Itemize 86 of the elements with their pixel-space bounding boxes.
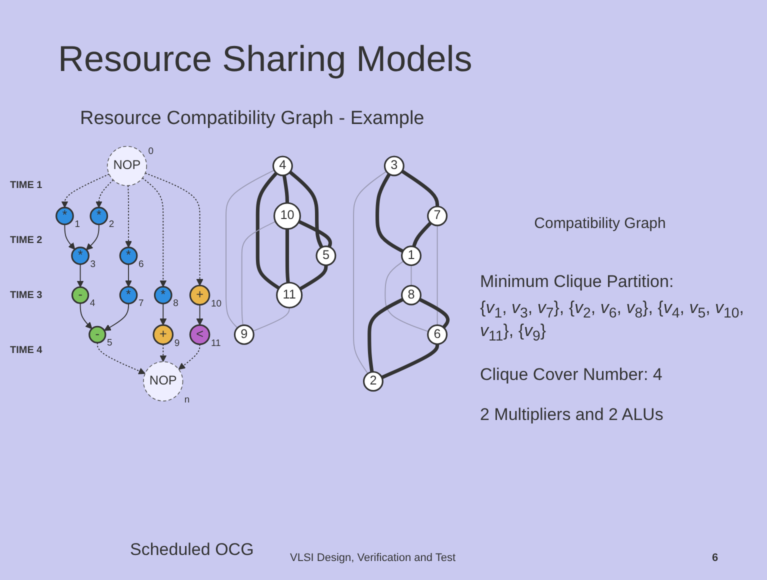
node-circle: 3 bbox=[384, 156, 404, 176]
connector bbox=[298, 220, 332, 248]
node-circle: * bbox=[71, 246, 90, 265]
connector bbox=[412, 222, 432, 248]
node-circle: NOP bbox=[143, 361, 184, 402]
node-number: 6 bbox=[138, 258, 144, 270]
node-number: 3 bbox=[90, 258, 96, 270]
arrow bbox=[142, 178, 167, 288]
connector bbox=[226, 170, 275, 328]
set-text: {v$_{1}$, v$_{3}$, v$_{7}$}, {v$_{2}$, v$_{6}$, v$_{8}$}, {v$_{4}$, v$_{5}$, v$_{10}$, v$_{11}$}, {v$_{9}$} bbox=[480, 298, 746, 345]
connector bbox=[384, 260, 429, 332]
arrow bbox=[64, 224, 76, 250]
node-circle: 5 bbox=[316, 246, 336, 266]
page-number: 6 bbox=[712, 552, 718, 564]
connector bbox=[436, 224, 438, 326]
node-number: 10 bbox=[211, 298, 222, 310]
arrow bbox=[80, 302, 92, 330]
connector bbox=[376, 173, 404, 253]
arrow bbox=[104, 303, 129, 331]
time-step-label: TIME 3 bbox=[10, 290, 42, 301]
node-number: 0 bbox=[148, 146, 154, 158]
result-text: 2 Multipliers and 2 ALUs bbox=[480, 404, 664, 425]
arrow bbox=[96, 342, 146, 374]
arrow bbox=[160, 344, 167, 362]
node-circle: * bbox=[154, 286, 172, 304]
node-circle: - bbox=[71, 286, 90, 304]
connector bbox=[241, 221, 276, 326]
node-circle: NOP bbox=[106, 146, 148, 186]
connector bbox=[401, 170, 440, 207]
node-circle: + bbox=[152, 324, 174, 346]
node-number: 1 bbox=[74, 219, 80, 230]
connector bbox=[299, 264, 328, 290]
arrow bbox=[125, 185, 132, 248]
node-circle: + bbox=[189, 284, 210, 306]
result-text: Clique Cover Number: 4 bbox=[480, 364, 664, 385]
arrow bbox=[160, 303, 167, 326]
node-circle: * bbox=[119, 286, 138, 304]
node-number: 2 bbox=[108, 219, 114, 230]
connector bbox=[368, 298, 404, 372]
node-circle: 10 bbox=[273, 202, 301, 230]
connector bbox=[381, 344, 440, 380]
heading-text: Minimum Clique Partition: bbox=[480, 272, 675, 292]
time-step-label: TIME 1 bbox=[10, 180, 42, 191]
footer-text: VLSI Design, Verification and Test bbox=[290, 552, 456, 564]
connector bbox=[410, 264, 412, 286]
connector bbox=[282, 175, 289, 204]
node-circle: * bbox=[56, 206, 74, 226]
slide-title: Resource Sharing Models bbox=[58, 38, 472, 80]
connector bbox=[256, 172, 280, 290]
node-circle: * bbox=[90, 206, 108, 226]
time-step-label: TIME 4 bbox=[10, 345, 42, 356]
node-circle: - bbox=[88, 326, 106, 344]
time-step-label: TIME 2 bbox=[10, 235, 42, 246]
node-circle: 8 bbox=[401, 284, 422, 306]
node-number: 4 bbox=[90, 298, 96, 310]
graph-caption: Compatibility Graph bbox=[533, 215, 667, 232]
arrow bbox=[76, 264, 84, 288]
node-number: 8 bbox=[173, 298, 178, 310]
figure-caption: Scheduled OCG bbox=[130, 540, 254, 560]
node-number: 5 bbox=[107, 338, 112, 349]
arrow bbox=[144, 172, 204, 286]
node-number: 11 bbox=[211, 338, 221, 349]
node-circle: 1 bbox=[401, 246, 422, 266]
arrow bbox=[86, 224, 100, 250]
node-circle: 2 bbox=[362, 371, 384, 392]
arrow bbox=[95, 179, 114, 208]
connector bbox=[252, 307, 290, 332]
node-circle: * bbox=[119, 246, 138, 265]
node-number: 7 bbox=[138, 298, 144, 310]
node-circle: < bbox=[189, 324, 210, 346]
arrow bbox=[178, 344, 200, 370]
connector bbox=[353, 170, 387, 374]
node-circle: 7 bbox=[427, 206, 448, 226]
connector bbox=[288, 170, 324, 248]
connector bbox=[285, 228, 290, 284]
node-number: n bbox=[184, 394, 190, 406]
node-circle: 9 bbox=[234, 324, 254, 345]
arrow bbox=[196, 304, 204, 326]
node-circle: 4 bbox=[272, 156, 293, 176]
connector bbox=[418, 298, 450, 329]
node-circle: 6 bbox=[427, 324, 448, 345]
arrow bbox=[61, 174, 110, 208]
arrow bbox=[125, 264, 132, 288]
node-circle: 11 bbox=[276, 282, 303, 308]
node-number: 9 bbox=[174, 338, 180, 349]
bullet-text: Resource Compatibility Graph - Example bbox=[80, 108, 424, 130]
